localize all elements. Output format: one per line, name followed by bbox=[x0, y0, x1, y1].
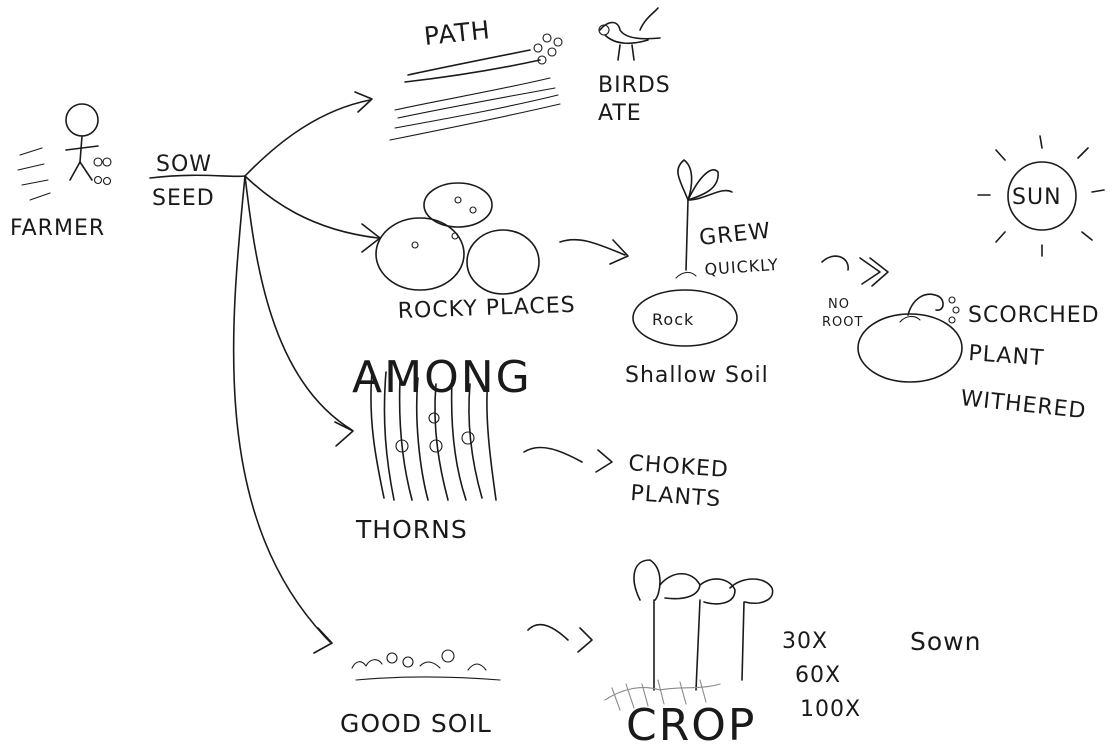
yield-100x: 100X bbox=[800, 697, 861, 722]
scorched-label: SCORCHED bbox=[968, 303, 1100, 328]
branch-arrows bbox=[149, 91, 381, 654]
rocks-drawing bbox=[375, 182, 540, 295]
grew-label: GREW bbox=[698, 219, 772, 251]
sprout-on-rock bbox=[632, 159, 738, 347]
plants-label: PLANTS bbox=[630, 481, 722, 512]
yield-60x: 60X bbox=[795, 663, 841, 688]
sun-icon bbox=[977, 135, 1105, 257]
ate-label: ATE bbox=[598, 101, 642, 126]
thorns-drawing bbox=[370, 371, 497, 501]
good-soil-label: GOOD SOIL bbox=[340, 709, 492, 738]
choked-label: CHOKED bbox=[628, 451, 730, 483]
seed-label: SEED bbox=[152, 186, 215, 211]
sow-label: SOW bbox=[156, 152, 212, 177]
plant-label: PLANT bbox=[968, 341, 1046, 371]
good-soil-drawing bbox=[351, 649, 501, 681]
thorns-label: THORNS bbox=[355, 515, 468, 544]
shallow-soil-label: Shallow Soil bbox=[625, 363, 769, 388]
good-to-crop-arrow bbox=[527, 623, 593, 653]
bird-icon bbox=[598, 7, 661, 61]
thorns-to-choked-arrow bbox=[523, 446, 613, 473]
rocky-to-grew-arrow bbox=[559, 238, 629, 265]
sun-label: SUN bbox=[1012, 185, 1062, 210]
root-label: ROOT bbox=[822, 315, 863, 330]
path-label: PATH bbox=[423, 15, 492, 51]
farmer-figure bbox=[17, 103, 112, 201]
rock-label: Rock bbox=[652, 310, 694, 329]
among-label: AMONG bbox=[352, 352, 532, 403]
rocky-places-label: ROCKY PLACES bbox=[397, 293, 576, 324]
birds-label: BIRDS bbox=[598, 73, 671, 98]
farmer-label: FARMER bbox=[10, 216, 105, 241]
withered-label: WITHERED bbox=[959, 386, 1087, 424]
yield-30x: 30X bbox=[782, 629, 828, 654]
grew-to-withered-arrow bbox=[821, 255, 889, 287]
crop-label: CROP bbox=[626, 700, 756, 747]
no-label: NO bbox=[828, 297, 850, 312]
withered-plant-drawing bbox=[857, 293, 963, 383]
crop-drawing bbox=[604, 559, 774, 711]
quickly-label: QUICKLY bbox=[704, 255, 779, 279]
path-drawing bbox=[389, 33, 563, 141]
sown-label: Sown bbox=[910, 627, 981, 656]
